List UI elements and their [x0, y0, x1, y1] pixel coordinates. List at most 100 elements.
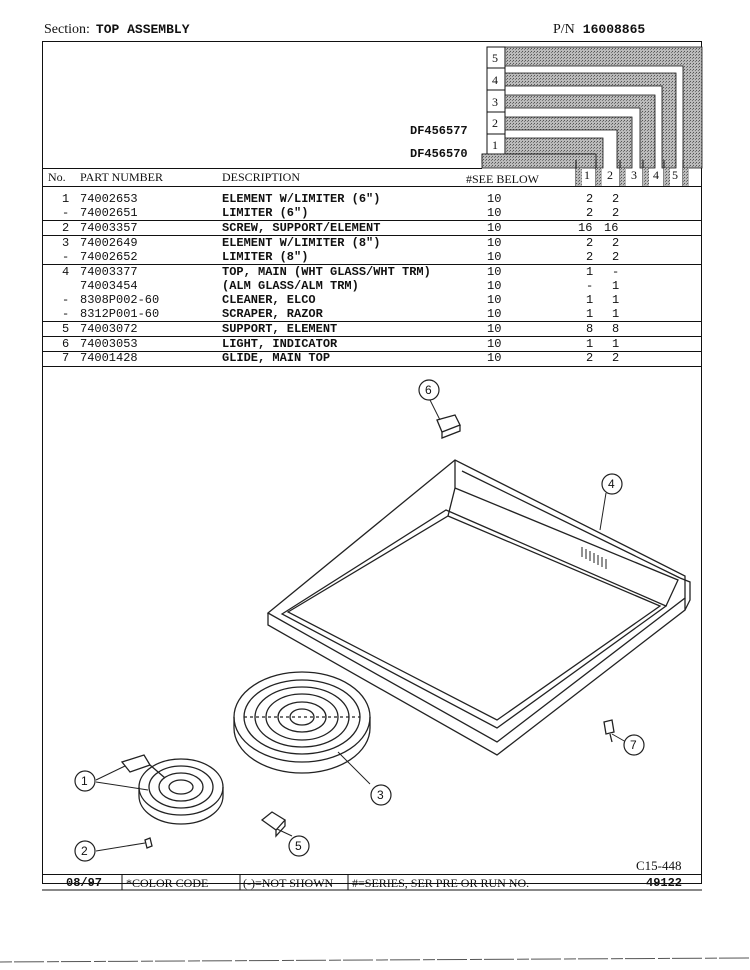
row-description: CLEANER, ELCO	[222, 293, 316, 307]
callout-6: 6	[425, 383, 432, 397]
callout-circle-5	[288, 835, 310, 857]
row-no: 3	[62, 236, 70, 250]
pn-value: 16008865	[582, 22, 646, 37]
page-frame	[42, 41, 702, 884]
row-qty-2: 1	[612, 307, 620, 321]
callout-circle-2	[74, 840, 96, 862]
row-qty-1: 1	[586, 293, 594, 307]
row-see-below: 10	[487, 221, 502, 235]
row-qty-2: 2	[612, 236, 620, 250]
row-description: (ALM GLASS/ALM TRM)	[222, 279, 359, 293]
row-qty-1: 1	[586, 265, 594, 279]
row-description: LIMITER (6")	[222, 206, 309, 220]
row-part-number: 8312P001-60	[80, 307, 160, 321]
series-box-5: 5	[492, 51, 498, 65]
row-qty-2: 16	[604, 221, 619, 235]
footer-color-code: *COLOR CODE	[126, 876, 209, 890]
screw-part	[144, 837, 153, 849]
row-description: SUPPORT, ELEMENT	[222, 322, 338, 336]
row-see-below: 10	[487, 279, 502, 293]
row-description: GLIDE, MAIN TOP	[222, 351, 331, 365]
row-description: TOP, MAIN (WHT GLASS/WHT TRM)	[222, 265, 431, 279]
row-part-number: 74001428	[80, 351, 138, 365]
row-no: 5	[62, 322, 70, 336]
row-see-below: 10	[487, 206, 502, 220]
glide-part	[603, 719, 615, 743]
row-qty-2: 8	[612, 322, 620, 336]
row-description: SCRAPER, RAZOR	[222, 307, 323, 321]
row-no: -	[62, 293, 70, 307]
row-qty-1: 2	[586, 250, 594, 264]
callout-circle-3	[370, 784, 392, 806]
row-see-below: 10	[487, 293, 502, 307]
footer-page-number: 49122	[646, 876, 683, 890]
footer-not-shown: (-)=NOT SHOWN	[243, 876, 334, 890]
col-header-5: 5	[672, 168, 678, 182]
row-qty-2: 1	[612, 279, 620, 293]
callout-1: 1	[81, 774, 88, 788]
row-qty-1: 1	[586, 337, 594, 351]
row-qty-1: 16	[578, 221, 593, 235]
row-no: 7	[62, 351, 70, 365]
row-see-below: 10	[487, 236, 502, 250]
row-no: 6	[62, 337, 70, 351]
row-qty-2: -	[612, 265, 620, 279]
row-part-number: 74002653	[80, 192, 138, 206]
row-qty-1: 8	[586, 322, 594, 336]
col-header-1: 1	[584, 168, 590, 182]
row-no: -	[62, 206, 70, 220]
row-qty-2: 2	[612, 206, 620, 220]
section-label: Section:	[44, 22, 90, 37]
series-box-3: 3	[492, 95, 498, 109]
col-header-4: 4	[653, 168, 659, 182]
section-title: Section: TOP ASSEMBLY	[44, 22, 190, 38]
row-description: SCREW, SUPPORT/ELEMENT	[222, 221, 381, 235]
row-see-below: 10	[487, 337, 502, 351]
row-description: ELEMENT W/LIMITER (8")	[222, 236, 381, 250]
row-part-number: 74003377	[80, 265, 138, 279]
row-qty-1: 2	[586, 192, 594, 206]
model-number: DF456570	[410, 147, 468, 161]
callout-circle-7	[623, 734, 645, 756]
row-part-number: 74003454	[80, 279, 138, 293]
row-qty-2: 2	[612, 192, 620, 206]
pn-label: P/N	[553, 22, 575, 37]
row-qty-2: 2	[612, 351, 620, 365]
row-see-below: 10	[487, 322, 502, 336]
col-header-3: 3	[631, 168, 637, 182]
callout-circle-4	[601, 473, 623, 495]
row-no: -	[62, 307, 70, 321]
row-description: ELEMENT W/LIMITER (6")	[222, 192, 381, 206]
callout-5: 5	[295, 839, 302, 853]
callout-7: 7	[630, 738, 637, 752]
series-box-2: 2	[492, 116, 498, 130]
footer-date: 08/97	[66, 876, 103, 890]
row-part-number: 74002651	[80, 206, 138, 220]
row-no: 2	[62, 221, 70, 235]
callout-3: 3	[377, 788, 384, 802]
part-number-header: P/N 16008865	[553, 22, 645, 38]
footer-series-note: #=SERIES, SER PRE OR RUN NO.	[352, 876, 530, 890]
row-part-number: 8308P002-60	[80, 293, 160, 307]
row-part-number: 74002649	[80, 236, 138, 250]
col-header-part-number: PART NUMBER	[80, 170, 163, 184]
row-see-below: 10	[487, 265, 502, 279]
small-burner-element	[120, 754, 224, 825]
row-qty-1: 1	[586, 307, 594, 321]
row-no: 1	[62, 192, 70, 206]
model-number: DF456577	[410, 124, 468, 138]
row-description: LIMITER (8")	[222, 250, 309, 264]
row-no: 4	[62, 265, 70, 279]
indicator-light-part	[436, 414, 461, 439]
cooktop-glass-top	[266, 459, 691, 756]
col-header-no: No.	[48, 170, 66, 184]
section-name: TOP ASSEMBLY	[95, 22, 190, 37]
col-header-2: 2	[607, 168, 613, 182]
row-see-below: 10	[487, 351, 502, 365]
row-see-below: 10	[487, 250, 502, 264]
row-qty-2: 1	[612, 337, 620, 351]
col-header-description: DESCRIPTION	[222, 170, 301, 184]
row-qty-2: 1	[612, 293, 620, 307]
